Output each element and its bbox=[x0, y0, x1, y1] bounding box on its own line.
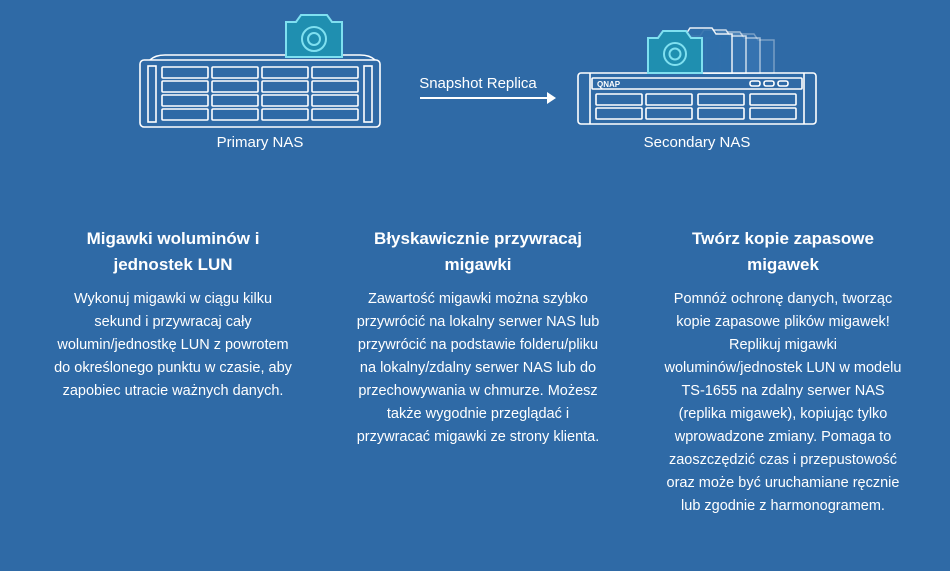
description-line: przechowywania w chmurze. Możesz bbox=[358, 383, 598, 399]
description-line: zapobiec utracie ważnych danych. bbox=[62, 383, 284, 399]
snapshot-stack-icon bbox=[647, 27, 775, 74]
feature-snapshot-backup: Twórz kopie zapasowe migawek Pomnóż ochr… bbox=[648, 226, 918, 518]
description-line: TS-1655 na zdalny serwer NAS bbox=[681, 383, 885, 399]
feature-title-line: migawek bbox=[747, 255, 819, 274]
camera-icon bbox=[285, 14, 343, 58]
description-line: przywrócić na podstawie folderu/pliku bbox=[357, 337, 599, 353]
description-line: kopie zapasowe plików migawek! bbox=[676, 314, 890, 330]
replication-diagram: QNAP Primary NAS Snapshot Replica Second… bbox=[0, 0, 950, 170]
feature-title-line: Błyskawicznie przywracaj bbox=[374, 229, 582, 248]
description-line: (replika migawek), kopiując tylko bbox=[678, 406, 888, 422]
secondary-nas-icon bbox=[577, 72, 817, 125]
description-line: na lokalny/zdalny serwer NAS lub do bbox=[359, 360, 597, 376]
primary-nas-label: Primary NAS bbox=[216, 134, 304, 151]
camera-icon bbox=[647, 30, 703, 74]
description-line: sekund i przywracaj cały bbox=[94, 314, 252, 330]
description-line: wprowadzone zmiany. Pomaga to bbox=[674, 429, 892, 445]
feature-instant-restore: Błyskawicznie przywracaj migawki Zawarto… bbox=[343, 226, 613, 449]
feature-title: Błyskawicznie przywracaj migawki bbox=[343, 226, 613, 278]
description-line: także wygodnie przeglądać i bbox=[386, 406, 570, 422]
description-line: Pomnóż ochronę danych, tworząc bbox=[673, 291, 893, 307]
description-line: przywrócić na lokalny serwer NAS lub bbox=[356, 314, 600, 330]
description-line: wolumin/jednostkę LUN z powrotem bbox=[57, 337, 289, 353]
feature-title-line: jednostek LUN bbox=[113, 255, 233, 274]
replication-arrow-icon bbox=[420, 92, 556, 104]
secondary-nas-label: Secondary NAS bbox=[643, 134, 751, 151]
description-line: Wykonuj migawki w ciągu kilku bbox=[73, 291, 273, 307]
description-line: przywracać migawki ze strony klienta. bbox=[356, 429, 600, 445]
brand-mark: QNAP bbox=[597, 80, 621, 89]
feature-title: Twórz kopie zapasowe migawek bbox=[648, 226, 918, 278]
description-line: oraz może być uruchamiane ręcznie bbox=[666, 475, 900, 491]
feature-title-line: Twórz kopie zapasowe bbox=[691, 229, 874, 248]
feature-volume-snapshots: Migawki woluminów i jednostek LUN Wykonu… bbox=[38, 226, 308, 403]
description-line: lub zgodnie z harmonogramem. bbox=[681, 498, 885, 514]
description-line: woluminów/jednostek LUN w modelu bbox=[664, 360, 902, 376]
feature-description: Wykonuj migawki w ciągu kilku sekund i p… bbox=[38, 288, 308, 403]
description-line: Replikuj migawki bbox=[729, 337, 837, 353]
diagram-graphics: QNAP bbox=[139, 14, 817, 128]
description-line: zaoszczędzić czas i przepustowość bbox=[668, 452, 898, 468]
feature-title-line: Migawki woluminów i bbox=[86, 229, 260, 248]
snapshot-replica-label: Snapshot Replica bbox=[419, 75, 537, 92]
feature-title-line: migawki bbox=[444, 255, 512, 274]
description-line: do określonego punktu w czasie, aby bbox=[54, 360, 292, 376]
primary-nas-icon bbox=[139, 54, 381, 128]
feature-description: Zawartość migawki można szybko przywróci… bbox=[343, 288, 613, 449]
feature-description: Pomnóż ochronę danych, tworząc kopie zap… bbox=[648, 288, 918, 518]
feature-title: Migawki woluminów i jednostek LUN bbox=[38, 226, 308, 278]
description-line: Zawartość migawki można szybko bbox=[368, 291, 588, 307]
